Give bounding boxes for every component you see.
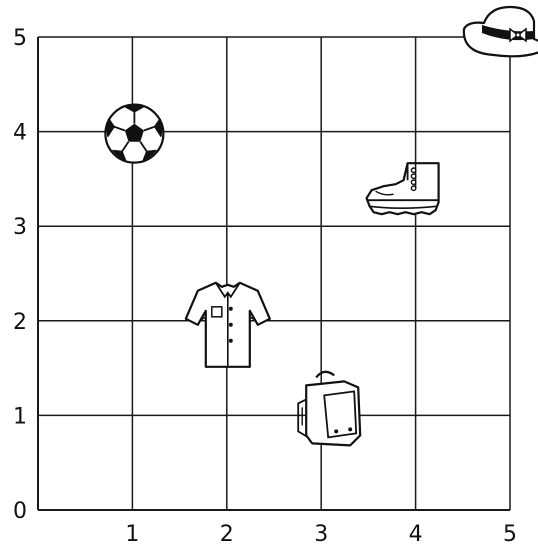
boot-icon [367, 163, 439, 214]
x-tick-label: 2 [220, 522, 234, 547]
x-tick-label: 3 [314, 522, 328, 547]
y-axis-tick-labels: 0 1 2 3 4 5 [13, 26, 27, 524]
y-tick-label: 3 [13, 215, 27, 240]
y-tick-label: 4 [13, 121, 27, 146]
x-tick-label: 1 [125, 522, 139, 547]
soccer-ball-icon [105, 105, 163, 163]
y-tick-label: 2 [13, 310, 27, 335]
x-tick-label: 5 [503, 522, 517, 547]
backpack-icon [298, 372, 360, 446]
shirt-icon [186, 283, 270, 367]
y-tick-label: 0 [13, 499, 27, 524]
x-tick-label: 4 [409, 522, 423, 547]
y-tick-label: 5 [13, 26, 27, 51]
x-axis-tick-labels: 1 2 3 4 5 [125, 522, 517, 547]
grid-lines [38, 37, 510, 510]
hat-icon [464, 7, 538, 56]
y-tick-label: 1 [13, 404, 27, 429]
